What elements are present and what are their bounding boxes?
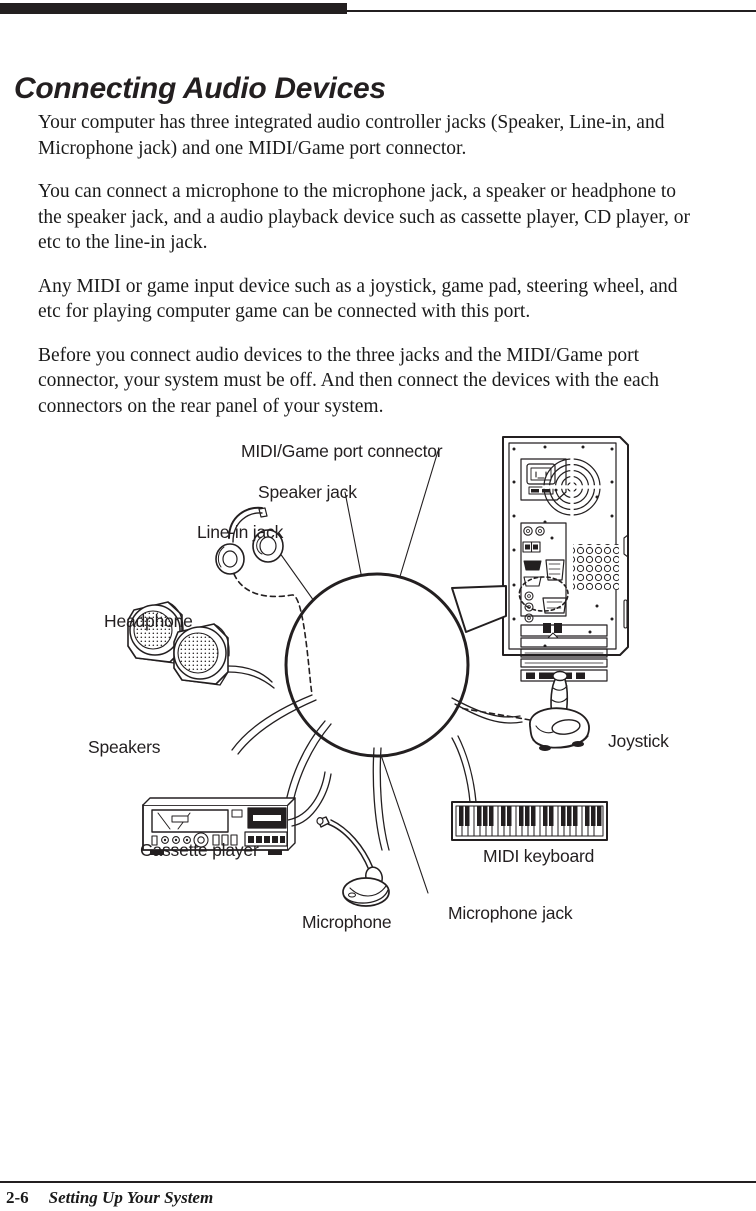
paragraph-1: Your computer has three integrated audio… [38,112,665,159]
footer-rule [0,1181,756,1183]
footer-page-number: 2-6 [6,1188,29,1207]
label-midi-keyboard: MIDI keyboard [483,846,594,866]
body-copy: Your computer has three integrated audio… [38,110,700,437]
label-midi-game-port-connector: MIDI/Game port connector [241,441,443,461]
header-rule-thin [347,10,756,12]
page-footer: 2-6 Setting Up Your System [6,1188,213,1208]
magnifier-callout-wedge [451,585,507,633]
headphone-illustration [215,506,313,694]
label-line-in-jack: Line-in jack [197,522,284,542]
header-rule-thick [0,3,347,14]
joystick-illustration [459,670,590,751]
label-speakers: Speakers [88,737,161,757]
paragraph-2: You can connect a microphone to the micr… [38,181,690,253]
label-speaker-jack: Speaker jack [258,482,357,502]
speakers-illustration [127,601,275,689]
footer-section-title: Setting Up Your System [48,1188,214,1207]
computer-rear-panel [502,436,629,682]
magnifier-circle [284,572,470,758]
cassette-player-illustration [142,771,332,855]
paragraph-3: Any MIDI or game input device such as a … [38,275,678,323]
midi-keyboard-illustration [451,735,608,841]
label-headphone: Headphone [104,611,193,631]
label-microphone-jack: Microphone jack [448,903,573,923]
label-cassette-player: Cassette player [140,840,259,860]
label-joystick: Joystick [608,731,669,751]
page-title: Connecting Audio Devices [14,72,386,106]
label-microphone: Microphone [302,912,391,932]
paragraph-4: Before you connect audio devices to the … [38,344,660,417]
microphone-illustration [316,816,390,907]
audio-connection-diagram: MIDI/Game port connector Speaker jack Li… [0,420,756,940]
